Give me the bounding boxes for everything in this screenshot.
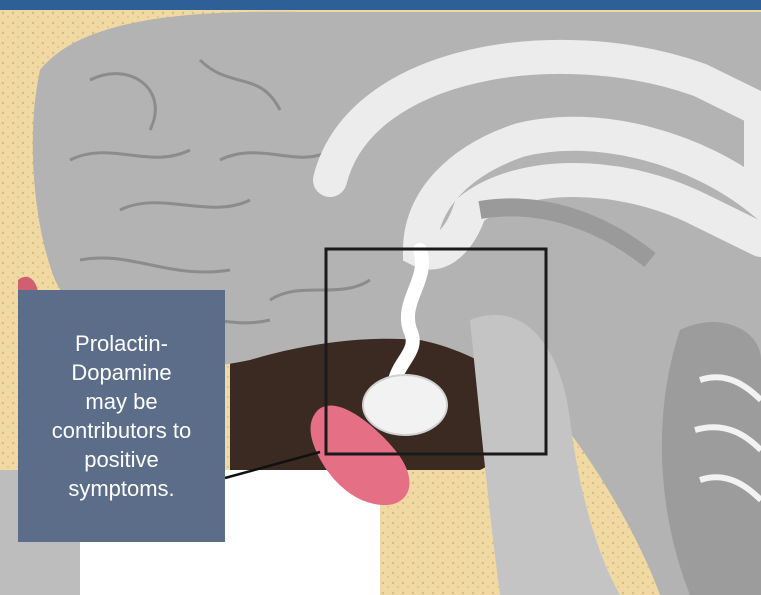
callout-box: Prolactin- Dopamine may be contributors … bbox=[18, 290, 225, 542]
callout-text: Prolactin- Dopamine may be contributors … bbox=[52, 329, 191, 503]
header-bar bbox=[0, 0, 761, 10]
pituitary-gland bbox=[363, 375, 447, 435]
callout-line: positive bbox=[52, 445, 191, 474]
callout-line: Dopamine bbox=[52, 358, 191, 387]
callout-line: Prolactin- bbox=[52, 329, 191, 358]
callout-line: contributors to bbox=[52, 416, 191, 445]
callout-line: symptoms. bbox=[52, 474, 191, 503]
cerebellum bbox=[662, 322, 761, 595]
callout-line: may be bbox=[52, 387, 191, 416]
